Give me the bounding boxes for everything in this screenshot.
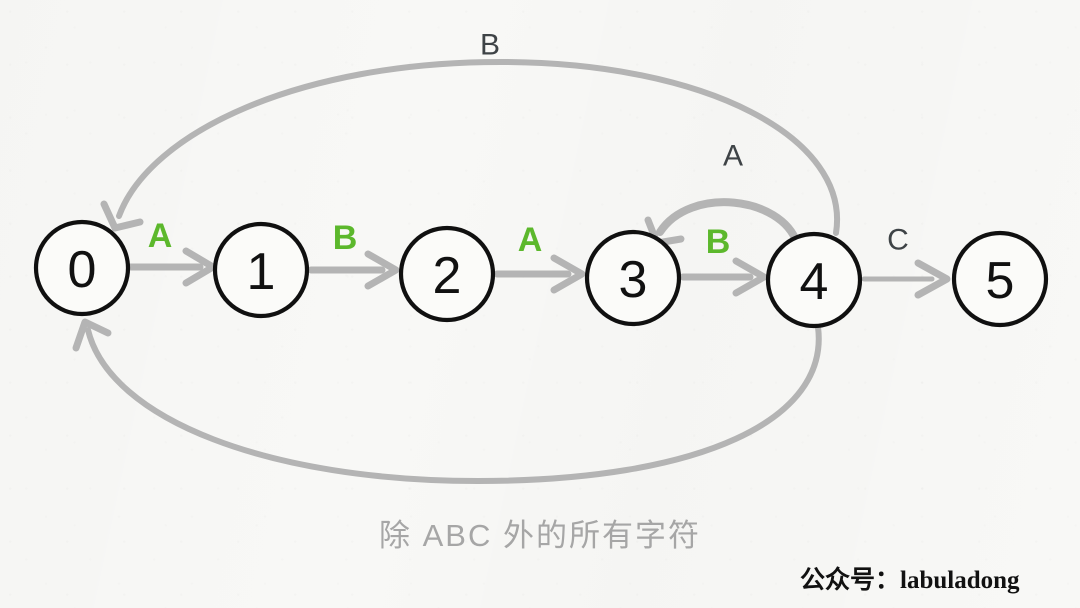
state-node-1-label: 1 [247, 243, 276, 301]
edge-label-2-to-3-A: A [518, 221, 543, 259]
state-node-5-label: 5 [986, 252, 1015, 310]
edge-4-to-0-other-line [85, 324, 822, 484]
edge-4-to-3-A-line [656, 198, 801, 247]
edge-label-0-to-1-A: A [148, 217, 173, 255]
state-node-4-label: 4 [800, 253, 829, 311]
edge-label-1-to-2-B: B [333, 219, 358, 257]
edge-4-to-0-B-line [116, 59, 841, 236]
edge-2-to-3-A-arrowhead [550, 254, 586, 294]
edge-4-to-0-B-arrowhead [100, 200, 144, 232]
edge-3-to-4-B: B [679, 223, 768, 297]
state-node-4[interactable]: 4 [765, 231, 863, 329]
state-node-1-circle[interactable] [212, 221, 310, 319]
edge-4-to-5-C: C [861, 224, 951, 299]
state-node-2-circle[interactable] [398, 225, 496, 323]
edge-4-to-0-other-arrowhead [72, 318, 112, 352]
edge-2-to-3-A: A [493, 221, 586, 294]
state-node-3-label: 3 [619, 251, 648, 309]
state-node-5[interactable]: 5 [951, 230, 1049, 328]
state-node-3-circle[interactable] [584, 229, 682, 327]
state-node-0-circle[interactable] [33, 219, 131, 317]
diagram-caption: 除 ABC 外的所有字符 [379, 518, 701, 553]
state-node-4-circle[interactable] [765, 231, 863, 329]
edge-label-4-to-0-B: B [480, 29, 500, 62]
edge-1-to-2-B: B [307, 219, 400, 290]
watermark-label: 公众号：labuladong [800, 567, 1020, 594]
state-node-3[interactable]: 3 [584, 229, 682, 327]
edge-4-to-0-other [72, 318, 822, 484]
edge-1-to-2-B-arrowhead [364, 250, 400, 290]
state-node-0[interactable]: 0 [33, 219, 131, 317]
edge-4-to-0-B: B [100, 29, 841, 236]
edge-4-to-5-C-arrowhead [914, 259, 951, 299]
edge-label-3-to-4-B: B [706, 223, 731, 261]
state-node-5-circle[interactable] [951, 230, 1049, 328]
state-node-1[interactable]: 1 [212, 221, 310, 319]
state-node-0-label: 0 [68, 241, 97, 299]
edge-3-to-4-B-arrowhead [732, 257, 768, 297]
state-node-2[interactable]: 2 [398, 225, 496, 323]
edge-0-to-1-A: A [126, 217, 217, 287]
edge-label-4-to-3-A: A [723, 140, 743, 173]
state-node-2-label: 2 [433, 247, 462, 305]
edge-label-4-to-5-C: C [887, 224, 909, 257]
